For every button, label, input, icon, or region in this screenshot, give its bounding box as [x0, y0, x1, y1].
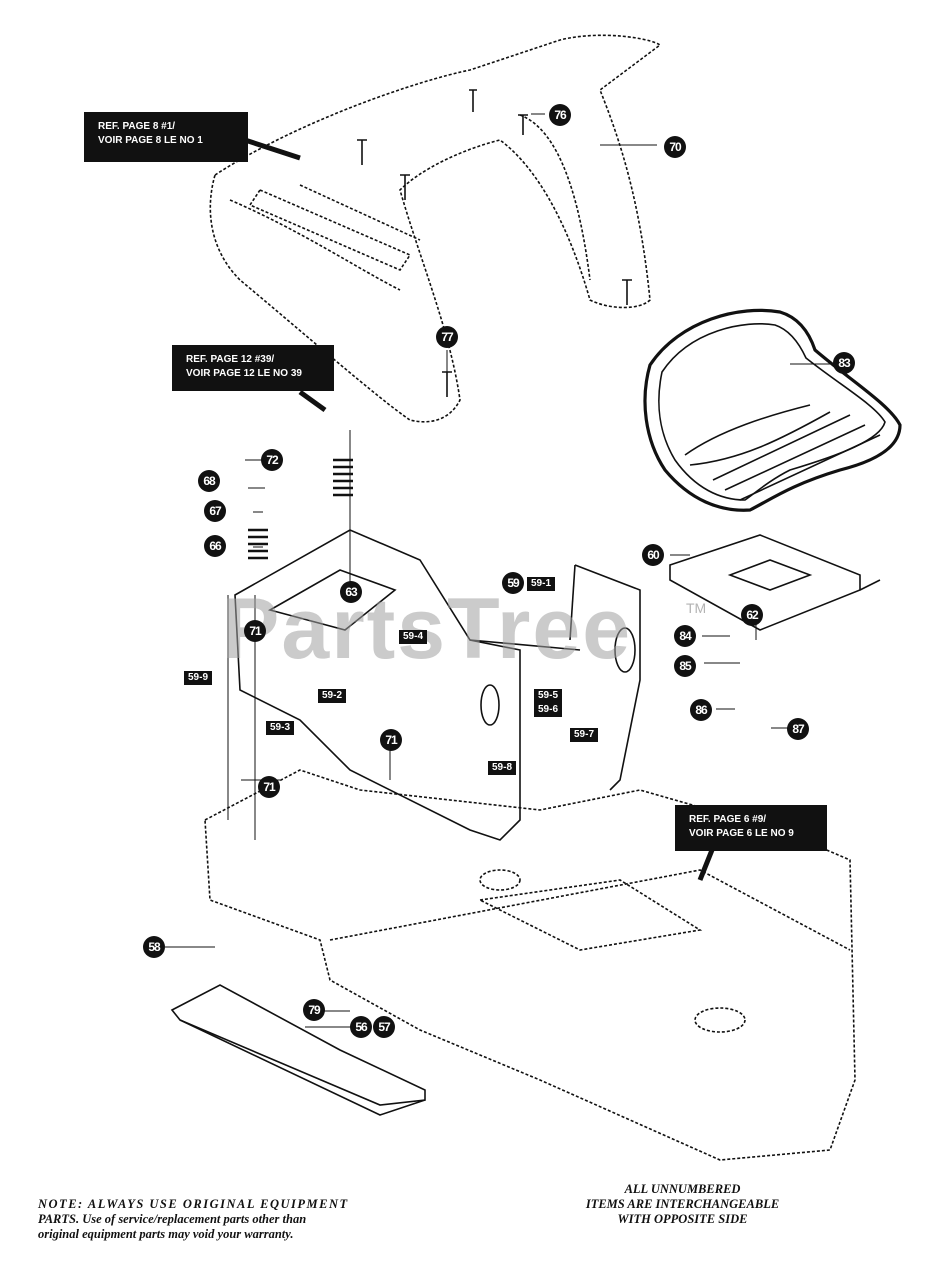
springs [248, 458, 353, 560]
tag-59-2[interactable]: 59-2 [318, 689, 347, 703]
note-line: NOTE: ALWAYS USE ORIGINAL EQUIPMENT [38, 1197, 349, 1211]
callout-59[interactable]: 59 [502, 572, 524, 594]
note-line: PARTS. Use of service/replacement parts … [38, 1212, 307, 1226]
tag-59-8[interactable]: 59-8 [488, 761, 517, 775]
callout-58[interactable]: 58 [143, 936, 165, 958]
note-line: ALL UNNUMBERED [624, 1182, 741, 1196]
support-bracket-drawing [234, 529, 641, 841]
trademark-symbol: TM [686, 600, 707, 616]
note-original-parts: NOTE: ALWAYS USE ORIGINAL EQUIPMENT PART… [38, 1197, 349, 1242]
note-line: ITEMS ARE INTERCHANGEABLE [585, 1197, 780, 1211]
ref-box-page-8: REF. PAGE 8 #1/ VOIR PAGE 8 LE NO 1 [84, 112, 248, 162]
note-line: original equipment parts may void your w… [38, 1227, 294, 1241]
callout-72[interactable]: 72 [261, 449, 283, 471]
callout-71[interactable]: 71 [380, 729, 402, 751]
callout-57[interactable]: 57 [373, 1016, 395, 1038]
callout-67[interactable]: 67 [204, 500, 226, 522]
callout-77[interactable]: 77 [436, 326, 458, 348]
note-unnumbered-items: ALL UNNUMBERED ITEMS ARE INTERCHANGEABLE… [540, 1182, 825, 1227]
ref-line: REF. PAGE 8 #1/ [98, 121, 176, 132]
callout-83[interactable]: 83 [833, 352, 855, 374]
callout-71[interactable]: 71 [258, 776, 280, 798]
callout-56[interactable]: 56 [350, 1016, 372, 1038]
frame-drawing [204, 769, 856, 1161]
ref-line: REF. PAGE 6 #9/ [689, 814, 767, 825]
callout-76[interactable]: 76 [549, 104, 571, 126]
callout-62[interactable]: 62 [741, 604, 763, 626]
callout-66[interactable]: 66 [204, 535, 226, 557]
seat-drawing [643, 308, 902, 512]
note-line: WITH OPPOSITE SIDE [617, 1212, 748, 1226]
callout-68[interactable]: 68 [198, 470, 220, 492]
callout-85[interactable]: 85 [674, 655, 696, 677]
ref-line: VOIR PAGE 12 LE NO 39 [186, 368, 302, 379]
ref-line: REF. PAGE 12 #39/ [186, 354, 275, 365]
fender-bolts [357, 89, 632, 397]
ref-pointers [244, 137, 715, 881]
callout-87[interactable]: 87 [787, 718, 809, 740]
tag-59-3[interactable]: 59-3 [266, 721, 295, 735]
tag-59-7[interactable]: 59-7 [570, 728, 599, 742]
callout-79[interactable]: 79 [303, 999, 325, 1021]
tag-59-9[interactable]: 59-9 [184, 671, 213, 685]
ref-box-page-12: REF. PAGE 12 #39/ VOIR PAGE 12 LE NO 39 [172, 345, 334, 391]
ref-line: VOIR PAGE 6 LE NO 9 [689, 828, 794, 839]
ref-line: VOIR PAGE 8 LE NO 1 [98, 135, 203, 146]
callout-63[interactable]: 63 [340, 581, 362, 603]
callout-70[interactable]: 70 [664, 136, 686, 158]
seat-pan-drawing [669, 534, 881, 631]
callout-86[interactable]: 86 [690, 699, 712, 721]
callout-60[interactable]: 60 [642, 544, 664, 566]
watermark: PartsTree [222, 581, 633, 677]
callout-84[interactable]: 84 [674, 625, 696, 647]
plate-drawing [170, 984, 426, 1116]
tag-59-4[interactable]: 59-4 [399, 630, 428, 644]
tag-59-5[interactable]: 59-5 [534, 689, 563, 703]
tag-59-6[interactable]: 59-6 [534, 703, 563, 717]
fender-drawing [209, 34, 662, 423]
tag-59-1[interactable]: 59-1 [527, 577, 556, 591]
callout-71[interactable]: 71 [244, 620, 266, 642]
ref-box-page-6: REF. PAGE 6 #9/ VOIR PAGE 6 LE NO 9 [675, 805, 827, 851]
